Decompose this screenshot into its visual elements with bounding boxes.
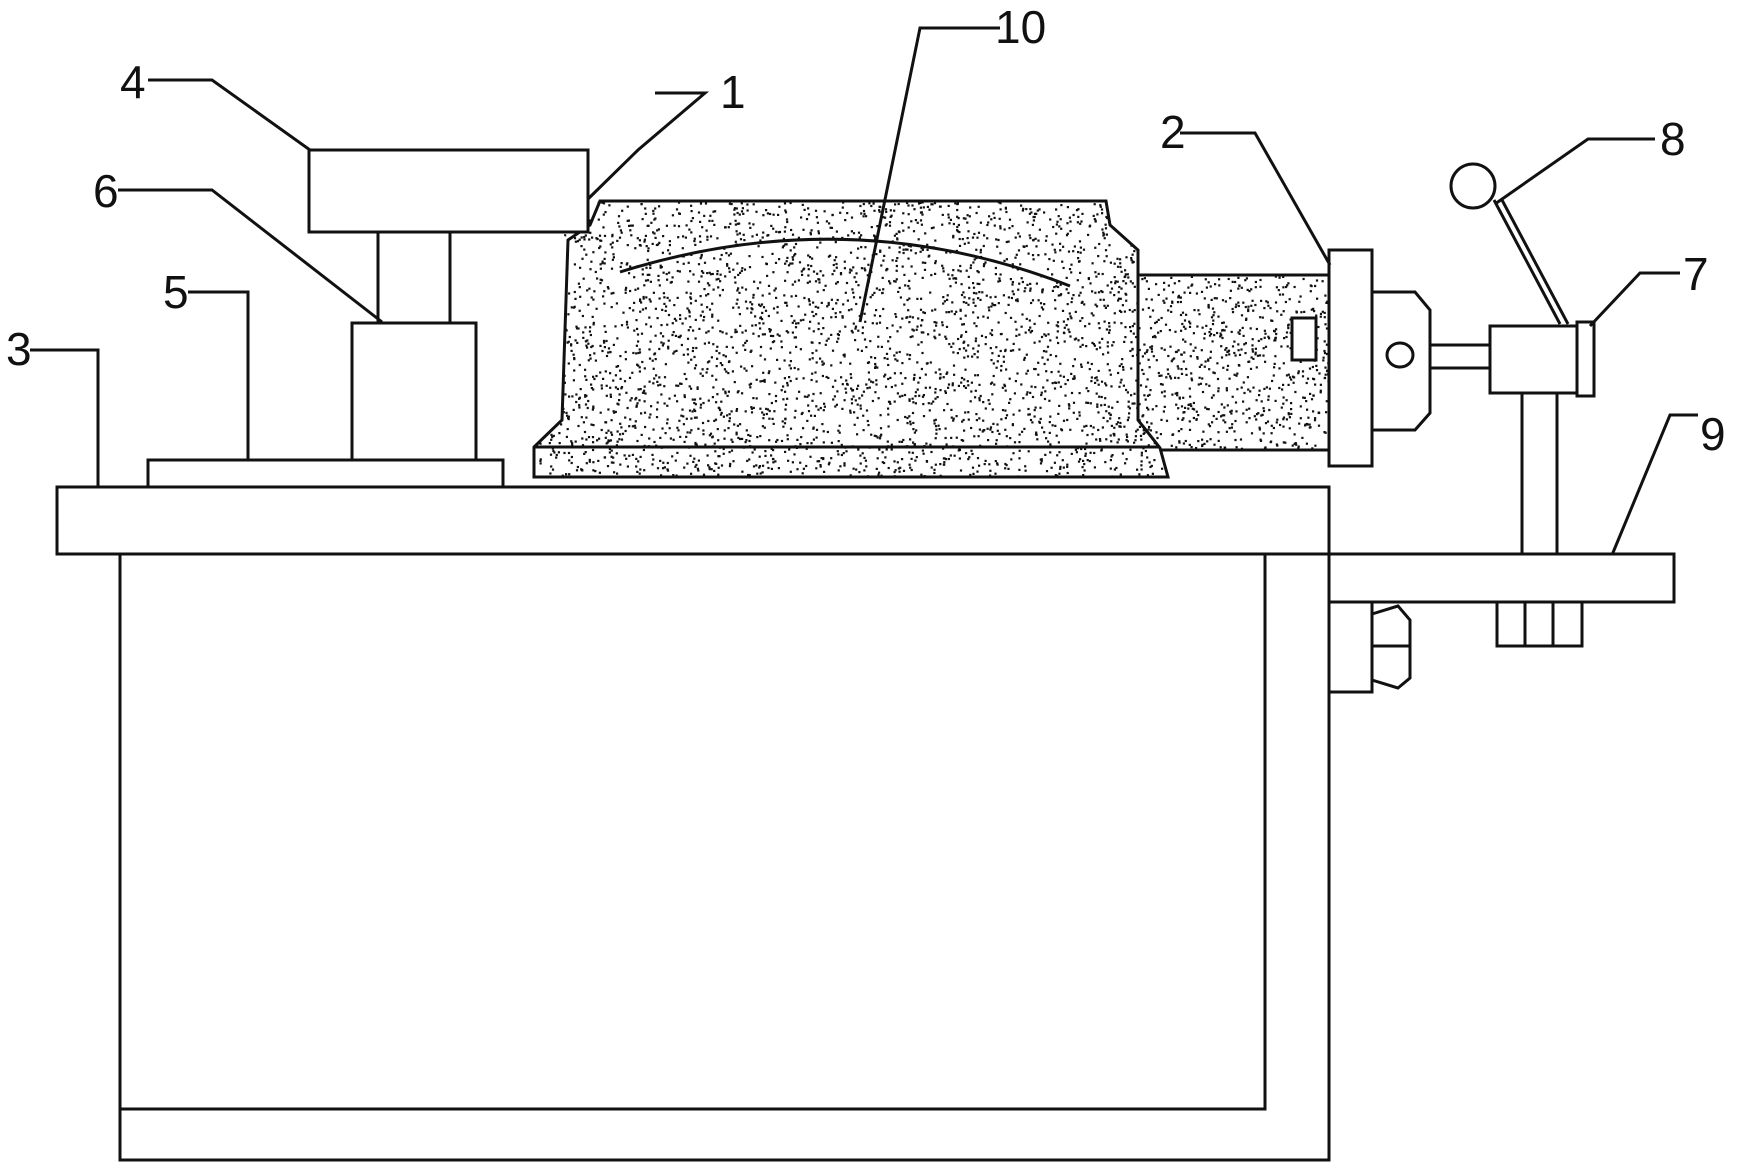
label-2: 2 — [1160, 106, 1186, 158]
arc-line — [619, 237, 1071, 288]
leader-7 — [1588, 271, 1680, 328]
shaft — [1428, 343, 1494, 370]
label-9: 9 — [1700, 408, 1726, 460]
label-4: 4 — [120, 56, 146, 108]
cabinet-inner — [118, 552, 1267, 1111]
clamp-plate — [1575, 320, 1596, 398]
lever-rod-a — [1492, 199, 1562, 325]
leader-6 — [118, 188, 383, 324]
label-7: 7 — [1683, 248, 1709, 300]
leader-4 — [148, 78, 311, 152]
side-bracket — [1327, 600, 1374, 694]
arm-nut — [1495, 600, 1584, 648]
label-1: 1 — [720, 66, 746, 118]
label-5: 5 — [163, 266, 189, 318]
label-10: 10 — [995, 1, 1046, 53]
leader-5 — [188, 290, 250, 460]
lever-rod-b — [1500, 199, 1570, 325]
clamp-block — [1488, 324, 1580, 395]
left-assembly — [146, 148, 590, 489]
side-arm — [1327, 552, 1676, 604]
leader-2 — [1180, 131, 1332, 266]
leader-lines — [30, 26, 1698, 556]
nut-bolt-hole — [1385, 341, 1415, 369]
flange-plate — [1327, 248, 1374, 468]
lever-knob — [1449, 162, 1497, 210]
leader-1 — [586, 91, 710, 201]
callout-labels: 1 2 3 4 5 6 7 8 9 10 — [6, 1, 1726, 460]
label-6: 6 — [93, 165, 119, 217]
leader-10 — [858, 26, 1000, 323]
label-3: 3 — [6, 323, 32, 375]
label-8: 8 — [1660, 113, 1686, 165]
base-plate — [146, 458, 505, 489]
leader-8 — [1494, 137, 1655, 206]
leader-9 — [1610, 413, 1698, 556]
small-block — [1290, 316, 1318, 362]
body-main-section — [532, 199, 1170, 479]
cylinder-block — [350, 321, 478, 462]
leader-3 — [30, 348, 100, 487]
top-block — [307, 148, 590, 234]
vertical-post — [1520, 391, 1559, 557]
cabinet — [55, 485, 1331, 1162]
table-top-plate — [55, 485, 1331, 556]
speckled-body — [532, 199, 1332, 479]
column — [376, 230, 452, 325]
right-assembly — [1290, 162, 1676, 694]
